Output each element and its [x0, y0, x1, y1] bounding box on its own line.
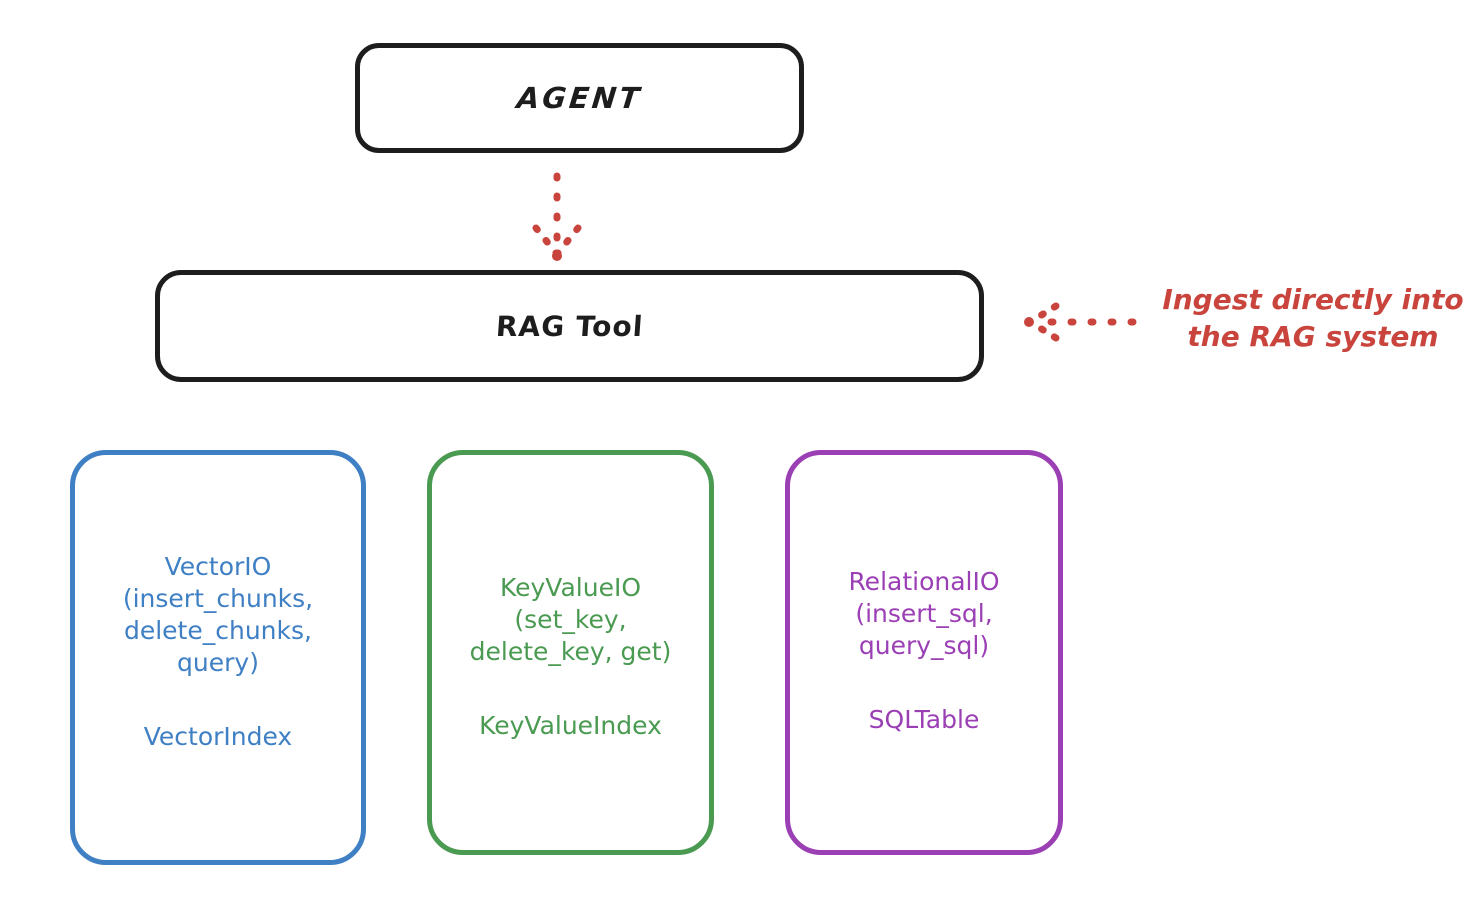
node-rag-tool[interactable]: RAG Tool: [155, 270, 984, 382]
arrowhead-left-top: [1028, 302, 1060, 325]
arrowhead-down-tip: [552, 251, 562, 261]
node-vector-io[interactable]: VectorIO (insert_chunks, delete_chunks, …: [70, 450, 366, 865]
relational-io-line-2: (insert_sql,: [855, 598, 993, 628]
arrowhead-left-bottom: [1028, 319, 1060, 342]
node-vector-io-content: VectorIO (insert_chunks, delete_chunks, …: [123, 551, 313, 753]
key-value-io-line-1: KeyValueIO: [499, 572, 641, 602]
node-agent-label: AGENT: [515, 81, 644, 115]
vector-io-index-label: VectorIndex: [143, 721, 293, 751]
node-relational-io[interactable]: RelationalIO (insert_sql, query_sql) SQL…: [785, 450, 1063, 855]
node-key-value-io-methods: KeyValueIO (set_key, delete_key, get): [470, 572, 672, 668]
vector-io-line-3: delete_chunks,: [123, 615, 312, 645]
relational-io-index-label: SQLTable: [868, 704, 980, 734]
vector-io-line-2: (insert_chunks,: [122, 583, 314, 613]
node-rag-tool-label: RAG Tool: [494, 309, 645, 343]
connector-agent-to-rag-tool: [532, 172, 582, 261]
connector-ingest-to-rag-tool: [1024, 302, 1137, 342]
annotation-ingest: Ingest directly into the RAG system: [1148, 281, 1478, 355]
vector-io-line-1: VectorIO: [164, 551, 272, 581]
arrowhead-left-tip: [1024, 317, 1034, 327]
key-value-io-index-label: KeyValueIndex: [479, 710, 662, 740]
relational-io-line-1: RelationalIO: [848, 566, 1000, 596]
annotation-ingest-line-2: the RAG system: [1187, 320, 1439, 354]
node-key-value-io[interactable]: KeyValueIO (set_key, delete_key, get) Ke…: [427, 450, 714, 855]
arrowhead-down-right: [554, 224, 582, 257]
relational-io-line-3: query_sql): [858, 630, 990, 660]
key-value-io-line-2: (set_key,: [514, 604, 627, 634]
node-relational-io-content: RelationalIO (insert_sql, query_sql) SQL…: [848, 566, 999, 736]
vector-io-line-4: query): [177, 647, 259, 677]
node-agent[interactable]: AGENT: [355, 43, 804, 153]
arrowhead-down-left: [532, 224, 560, 257]
key-value-io-line-3: delete_key, get): [469, 636, 672, 666]
node-vector-io-methods: VectorIO (insert_chunks, delete_chunks, …: [123, 551, 313, 679]
node-key-value-io-content: KeyValueIO (set_key, delete_key, get) Ke…: [470, 572, 672, 742]
node-relational-io-methods: RelationalIO (insert_sql, query_sql): [848, 566, 999, 662]
annotation-ingest-line-1: Ingest directly into: [1162, 283, 1464, 316]
